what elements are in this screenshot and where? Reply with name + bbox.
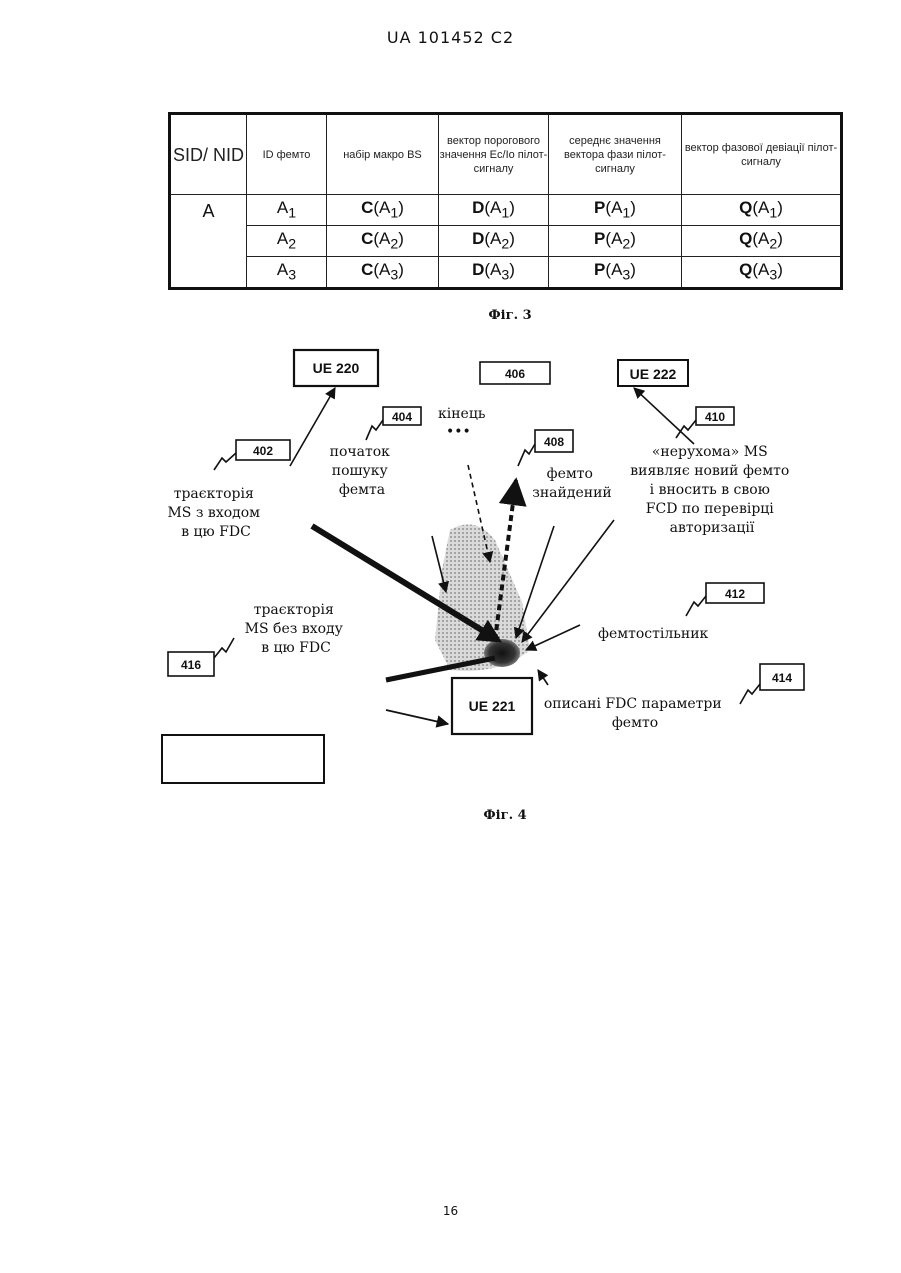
label-trajectory-without-entry: траєкторія MS без входу в цю FDC [245,602,348,656]
ecio-cell: D(A2) [439,226,549,257]
svg-text:402: 402 [253,444,273,458]
svg-text:UE 221: UE 221 [469,698,516,714]
label-search-start: початок пошуку фемта [330,444,395,498]
mean-phase-cell: P(A3) [549,257,682,289]
table-row: A2 C(A2) D(A2) P(A2) Q(A2) [170,226,842,257]
femto-id-cell: A2 [247,226,327,257]
fig4-diagram: UE 220 UE 222 UE 221 402 404 406 408 410… [150,340,830,800]
label-femtocell: фемтостільник [598,626,709,642]
svg-text:406: 406 [505,367,525,381]
svg-text:412: 412 [725,587,745,601]
label-ellipsis: ••• [446,424,471,440]
pointer-fdc-params [538,670,548,685]
label-end: кінець [438,406,486,422]
femto-id-cell: A1 [247,195,327,226]
col-header-sid-nid: SID/ NID [170,114,247,195]
ue-222-box: UE 222 [618,360,688,386]
ref-414: 414 [740,664,804,704]
empty-legend-box [162,735,324,783]
document-id-header: UA 101452 C2 [0,28,901,47]
ref-416: 416 [168,638,234,676]
svg-text:414: 414 [772,671,792,685]
pointer-found [516,526,554,638]
label-trajectory-with-entry: траєкторія MS з входом в цю FDC [167,486,264,540]
pointer-femtocell [526,625,580,650]
table-row: A3 C(A3) D(A3) P(A3) Q(A3) [170,257,842,289]
femto-parameters-table: SID/ NID ID фемто набір макро BS вектор … [168,112,843,290]
label-fdc-params: описані FDC параметри фемто [544,696,726,731]
label-femto-found: фемто знайдений [532,466,612,501]
table-header-row: SID/ NID ID фемто набір макро BS вектор … [170,114,842,195]
ecio-cell: D(A3) [439,257,549,289]
ref-412: 412 [686,583,764,616]
macro-bs-cell: C(A2) [327,226,439,257]
macro-bs-cell: C(A1) [327,195,439,226]
svg-text:404: 404 [392,410,412,424]
svg-text:410: 410 [705,410,725,424]
pointer-410-to-ue222 [634,388,694,444]
phase-deviation-cell: Q(A2) [682,226,842,257]
phase-deviation-cell: Q(A1) [682,195,842,226]
ref-404: 404 [366,407,421,440]
fig4-caption: Фіг. 4 [445,808,565,823]
ecio-cell: D(A1) [439,195,549,226]
mean-phase-cell: P(A2) [549,226,682,257]
phase-deviation-cell: Q(A3) [682,257,842,289]
ref-408: 408 [518,430,573,466]
femtocell-blob [484,639,520,667]
col-header-phase-deviation-vector: вектор фазової девіації пілот-сигналу [682,114,842,195]
sid-value-cell: A [170,195,247,289]
ue-220-box: UE 220 [294,350,378,386]
femto-id-cell: A3 [247,257,327,289]
ref-402: 402 [214,440,290,470]
label-stationary-ms: «нерухома» MS виявляє новий фемто і внос… [630,444,793,536]
ue-221-box: UE 221 [452,678,532,734]
svg-text:408: 408 [544,435,564,449]
col-header-mean-phase-vector: середнє значення вектора фази пілот-сигн… [549,114,682,195]
col-header-macro-bs-set: набір макро BS [327,114,439,195]
svg-text:UE 220: UE 220 [313,360,360,376]
ref-410: 410 [676,407,734,438]
svg-text:416: 416 [181,658,201,672]
svg-text:UE 222: UE 222 [630,366,677,382]
table-row: A A1 C(A1) D(A1) P(A1) Q(A1) [170,195,842,226]
ref-406: 406 [480,362,550,384]
fig3-caption: Фіг. 3 [450,308,570,323]
col-header-femto-id: ID фемто [247,114,327,195]
page-number: 16 [0,1204,901,1218]
macro-bs-cell: C(A3) [327,257,439,289]
mean-phase-cell: P(A1) [549,195,682,226]
pointer-to-ue221 [386,710,448,724]
pointer-402-to-ue220 [290,388,335,466]
col-header-ecio-threshold-vector: вектор порогового значення Ec/Io пілот-с… [439,114,549,195]
